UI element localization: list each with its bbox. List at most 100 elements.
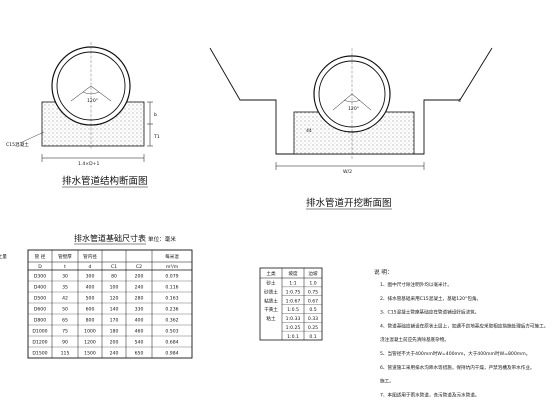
- table-cell: 0.163: [165, 296, 178, 302]
- angle-label-left: 120°: [87, 98, 98, 104]
- table-cell: 0.116: [165, 285, 178, 291]
- table-cell: 460: [135, 329, 144, 335]
- slope-table-cell: 1.0: [309, 281, 316, 287]
- note-line: 3、C15混凝土管座基础应在管道铺设好后浇筑。: [380, 309, 479, 316]
- table-cell: 50: [62, 307, 68, 313]
- title-structure-section: 排水管道结构断面图: [62, 175, 148, 187]
- width-label-left: 1.4×D+1: [78, 161, 100, 167]
- table-header-cell: 每米混: [165, 253, 179, 260]
- slope-table-cell: 0.25: [308, 325, 318, 331]
- slope-table-cell: 粘质土: [264, 297, 278, 304]
- table-cell: 600: [86, 307, 95, 313]
- note-line: 1、图中尺寸除注明外均以毫米计。: [380, 281, 452, 288]
- table-cell: 115: [61, 351, 70, 357]
- table-cell: 0.684: [165, 340, 178, 346]
- table-subheader-cell: t: [64, 264, 66, 270]
- slope-table-cell: 1:0.75: [286, 290, 301, 296]
- slope-table-cell: 1:0.33: [286, 316, 301, 322]
- slope-table-cell: 1:0.5: [287, 307, 299, 313]
- note-line: 7、本图适用于雨水管道，含污管道及污水管道。: [380, 391, 479, 398]
- notes-heading: 说 明：: [374, 268, 393, 276]
- table-header-cell: 管 径: [35, 253, 46, 260]
- table-cell: 100: [110, 285, 119, 291]
- table-cell: 170: [110, 318, 119, 324]
- slope-table-cell: 1:0.1: [287, 334, 299, 340]
- structure-section-drawing: 120° b T1 1.4×D+1 C15混凝土 排水管道结构断面图: [6, 42, 160, 188]
- table-cell: 35: [62, 285, 68, 291]
- table-cell: 330: [135, 307, 144, 313]
- slope-table-cell: 砂土: [266, 280, 276, 287]
- table-cell: 650: [135, 351, 144, 357]
- table-cell: D1200: [32, 340, 47, 346]
- side-dim-1: b: [154, 112, 157, 118]
- table-cell: 180: [110, 329, 119, 335]
- table-unit: 单位：毫米: [148, 235, 176, 243]
- slope-table-header: 边坡: [308, 270, 318, 277]
- table-cell: D1000: [32, 329, 47, 335]
- table-cell: 200: [135, 274, 144, 280]
- note-line: 浇注混凝土前应先清除基底杂物。: [380, 336, 449, 343]
- table-cell: D400: [34, 285, 46, 291]
- table-subheader-cell: C2: [136, 264, 142, 270]
- slope-table-cell: 0.1: [309, 334, 316, 340]
- title-excavation-section: 排水管道开挖断面图: [306, 197, 392, 209]
- slope-table-cell: 0.75: [308, 290, 318, 296]
- table-cell: 0.079: [165, 274, 178, 280]
- note-line: 4、管道基础应铺设在原状土层上，如遇不良地基应采取相应措施处理后方可施工。: [380, 322, 548, 329]
- slope-table-cell: 1:0.25: [286, 325, 301, 331]
- note-line: 施工。: [380, 378, 394, 385]
- slope-table-cell: 0.67: [308, 298, 318, 304]
- table-cell: 90: [62, 340, 68, 346]
- table-cell: 1000: [84, 329, 96, 335]
- table-title: 排水管道基础尺寸表: [74, 233, 146, 243]
- table-cell: D800: [34, 318, 46, 324]
- table-header-cell: 凝土量: [0, 253, 7, 260]
- table-cell: 120: [110, 296, 119, 302]
- callout-label: C15混凝土: [6, 141, 29, 148]
- excavation-section-drawing: 120° 44 4 W/2 排水管道开挖断面图: [209, 47, 493, 210]
- table-cell: 1500: [84, 351, 96, 357]
- table-cell: 75: [62, 329, 68, 335]
- table-subheader-cell: C1: [111, 264, 117, 270]
- slope-table-cell: 1:1: [289, 281, 296, 287]
- side-dim-2: T1: [153, 134, 160, 140]
- slope-table-cell: 砂质土: [264, 289, 278, 296]
- table-cell: 200: [110, 340, 119, 346]
- angle-label-right: 120°: [348, 106, 359, 112]
- table-cell: 80: [111, 274, 117, 280]
- table-header-cell: 管壁厚: [58, 253, 72, 260]
- table-cell: D300: [34, 274, 46, 280]
- slope-table-cell: 1:0.67: [286, 298, 301, 304]
- slope-table-cell: 0.5: [309, 307, 316, 313]
- table-cell: 540: [135, 340, 144, 346]
- table-cell: 140: [110, 307, 119, 313]
- slope-table-header: 坡度: [288, 270, 298, 277]
- table-cell: 280: [135, 296, 144, 302]
- table-cell: 800: [86, 318, 95, 324]
- table-cell: 500: [86, 296, 95, 302]
- table-cell: 400: [135, 318, 144, 324]
- slope-table-cell: 粘土: [266, 315, 276, 322]
- table-subheader-cell: m³/m: [166, 264, 179, 270]
- slope-table-cell: 干黄土: [264, 306, 278, 313]
- table-cell: 0.362: [165, 318, 178, 324]
- table-cell: 240: [135, 285, 144, 291]
- table-cell: D1500: [32, 351, 47, 357]
- slope-table-cell: 0.33: [308, 316, 318, 322]
- table-cell: D600: [34, 307, 46, 313]
- table-cell: 1200: [84, 340, 96, 346]
- table-cell: 240: [110, 351, 119, 357]
- table-cell: 0.236: [165, 307, 178, 313]
- table-subheader-cell: d: [89, 264, 92, 270]
- table-cell: 400: [86, 285, 95, 291]
- foundation-size-table: 排水管道基础尺寸表 单位：毫米 管 径管壁厚管内径每米混凝土量DtdC1C2m³…: [0, 233, 193, 359]
- note-line: 6、管道施工采用排水沟降水等措施，保持坑内干燥，严禁泡槽及带水作业。: [380, 364, 535, 371]
- base-label-right: 44: [306, 128, 312, 134]
- table-cell: 0.984: [165, 351, 178, 357]
- width-label-right: W/2: [343, 169, 352, 175]
- slope-table-header: 土类: [266, 270, 276, 277]
- table-header-cell: 管内径: [83, 253, 97, 260]
- table-cell: 30: [62, 274, 68, 280]
